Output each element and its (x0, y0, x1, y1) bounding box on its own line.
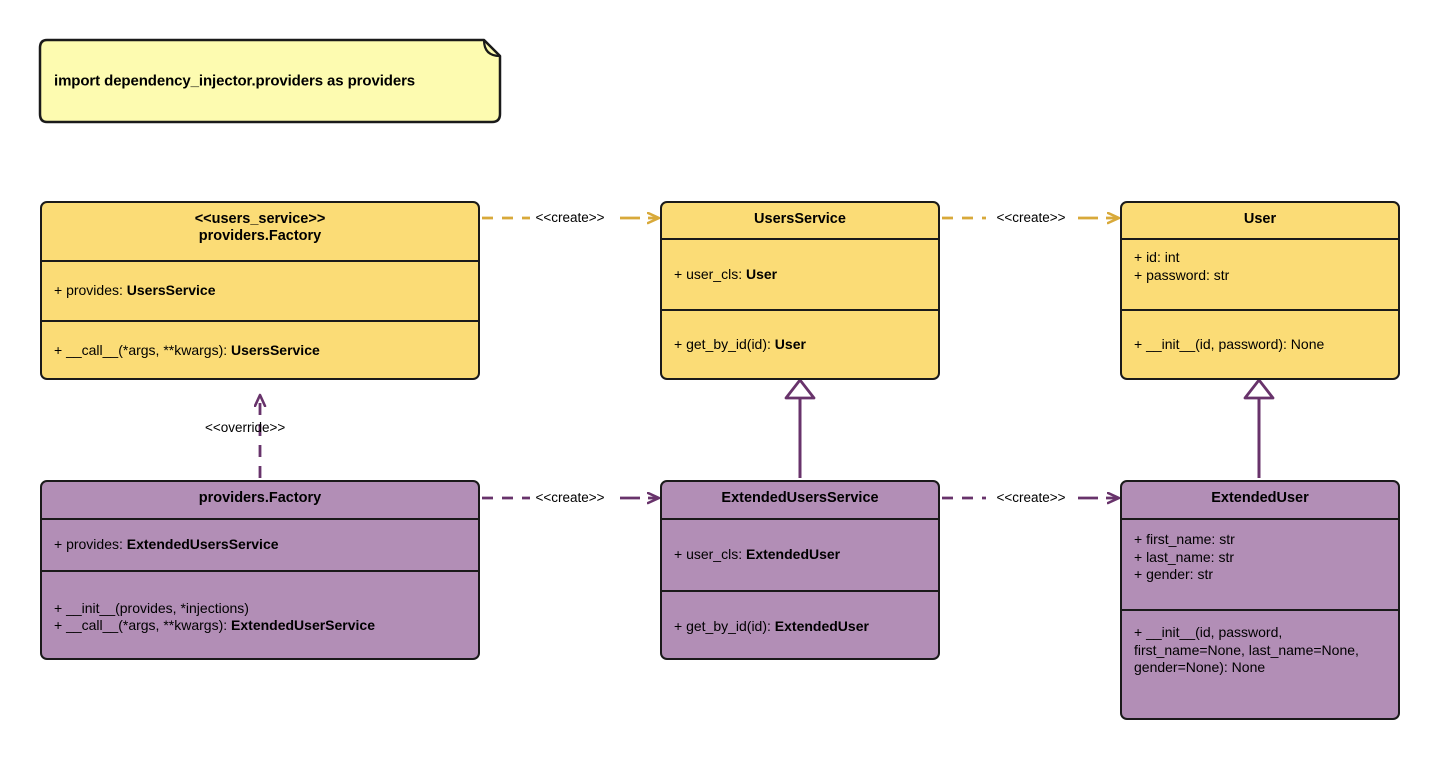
operation-type: ExtendedUserService (231, 617, 375, 633)
class-header-extended-user: ExtendedUser (1122, 482, 1398, 518)
class-attributes-extended-factory: + provides: ExtendedUsersService (42, 518, 478, 570)
class-name: ExtendedUser (1211, 490, 1309, 506)
operation-type: User (774, 336, 806, 353)
class-name: ExtendedUsersService (721, 490, 879, 506)
class-operations-extended-users-service: + get_by_id(id): ExtendedUser (662, 590, 938, 658)
class-header-extended-users-service: ExtendedUsersService (662, 482, 938, 518)
class-operations-extended-factory: + __init__(provides, *injections) + __ca… (42, 570, 478, 658)
edge-generalization-usersservice (784, 378, 816, 478)
import-note-text: import dependency_injector.providers as … (54, 72, 416, 90)
class-stereotype: <<users_service>> (194, 211, 326, 227)
attribute-row: + last_name: str (1134, 548, 1234, 565)
class-extended-user[interactable]: ExtendedUser + first_name: str + last_na… (1120, 480, 1400, 720)
class-users-service-factory[interactable]: <<users_service>> providers.Factory + pr… (40, 201, 480, 380)
import-note: import dependency_injector.providers as … (40, 40, 500, 122)
operation-row: + __init__(id, password, first_name=None… (1134, 624, 1359, 675)
attribute-type: User (745, 265, 778, 282)
class-name: UsersService (754, 211, 846, 227)
class-user[interactable]: User + id: int + password: str + __init_… (1120, 201, 1400, 380)
edge-label-create-bottom-right: <<create>> (996, 490, 1066, 505)
attribute-row: + provides: ExtendedUsersService (54, 536, 279, 553)
class-extended-users-service[interactable]: ExtendedUsersService + user_cls: Extende… (660, 480, 940, 660)
attribute-row: + first_name: str (1134, 531, 1235, 547)
attribute-type: UsersService (126, 282, 216, 299)
operation-type: ExtendedUser (774, 618, 869, 635)
operation-row: + get_by_id(id): User (674, 336, 806, 353)
operation-row: + get_by_id(id): ExtendedUser (674, 618, 869, 635)
operation-row: + __call__(*args, **kwargs): ExtendedUse… (54, 617, 375, 633)
class-header-extended-factory: providers.Factory (42, 482, 478, 518)
note-shape (38, 38, 502, 124)
operation-row: + __init__(id, password): None (1134, 336, 1325, 353)
class-name: providers.Factory (198, 228, 322, 244)
class-header-users-service-factory: <<users_service>> providers.Factory (42, 203, 478, 260)
operation-row: + __init__(provides, *injections) (54, 599, 249, 616)
edge-label-override: <<override>> (205, 420, 286, 435)
class-extended-factory[interactable]: providers.Factory + provides: ExtendedUs… (40, 480, 480, 660)
attribute-row: + user_cls: User (674, 265, 778, 282)
class-attributes-extended-user: + first_name: str + last_name: str + gen… (1122, 518, 1398, 609)
class-name: User (1243, 211, 1277, 227)
edge-label-create-bottom-left: <<create>> (535, 490, 605, 505)
edge-label-create-top-right: <<create>> (996, 210, 1066, 225)
class-operations-users-service-factory: + __call__(*args, **kwargs): UsersServic… (42, 320, 478, 378)
class-attributes-users-service: + user_cls: User (662, 238, 938, 309)
class-attributes-extended-users-service: + user_cls: ExtendedUser (662, 518, 938, 590)
class-attributes-users-service-factory: + provides: UsersService (42, 260, 478, 320)
class-operations-user: + __init__(id, password): None (1122, 309, 1398, 378)
edge-label-create-top-left: <<create>> (535, 210, 605, 225)
attribute-row: + user_cls: ExtendedUser (674, 546, 841, 563)
attribute-row: + gender: str (1134, 566, 1213, 582)
class-operations-users-service: + get_by_id(id): User (662, 309, 938, 378)
attribute-type: ExtendedUser (745, 546, 841, 563)
class-attributes-user: + id: int + password: str (1122, 238, 1398, 309)
class-name: providers.Factory (198, 490, 322, 506)
edge-generalization-user (1243, 378, 1275, 478)
class-operations-extended-user: + __init__(id, password, first_name=None… (1122, 609, 1398, 717)
operation-row: + __call__(*args, **kwargs): UsersServic… (54, 341, 320, 358)
class-users-service[interactable]: UsersService + user_cls: User + get_by_i… (660, 201, 940, 380)
attribute-type: ExtendedUsersService (126, 536, 279, 553)
class-header-user: User (1122, 203, 1398, 238)
attribute-row: + password: str (1134, 266, 1230, 283)
attribute-row: + provides: UsersService (54, 282, 216, 299)
attribute-row: + id: int (1134, 249, 1180, 265)
operation-type: UsersService (231, 341, 320, 358)
class-header-users-service: UsersService (662, 203, 938, 238)
